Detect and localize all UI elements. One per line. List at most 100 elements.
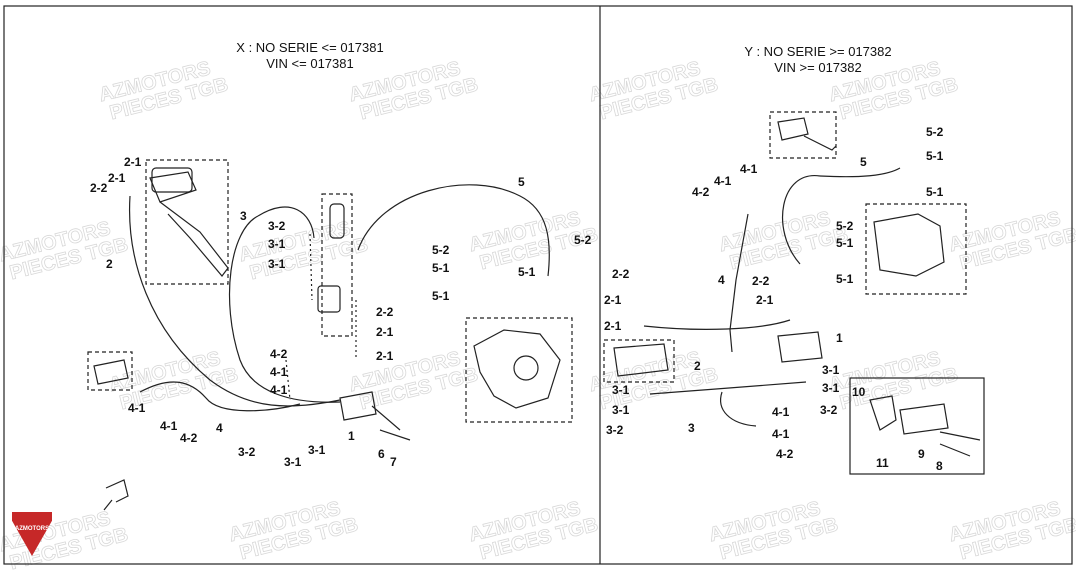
hose-3-y (649, 381, 807, 395)
panel-x-part-label: 2-2 (376, 305, 394, 319)
panel-y-line1: Y : NO SERIE >= 017382 (744, 44, 892, 59)
panel-x-part-label: 7 (390, 455, 397, 469)
master-cylinder-frame (145, 159, 229, 285)
assembly (869, 395, 949, 435)
panel-y-part-label: 9 (918, 447, 925, 461)
panel-x-part-label: 5-2 (574, 233, 592, 247)
panel-y-part-label: 1 (836, 331, 843, 345)
panel-y-part-label: 5 (860, 155, 867, 169)
leader-lines-x (285, 233, 357, 401)
panel-x-part-label: 5-1 (432, 261, 450, 275)
panel-x-part-label: 2-1 (124, 155, 142, 169)
splitter-y-frame (603, 339, 675, 383)
caliper-y (873, 213, 945, 277)
panel-x-part-label: 5-1 (518, 265, 536, 279)
panel-x-drawing (87, 159, 573, 511)
panel-x-part-label: 2-1 (108, 171, 126, 185)
panel-x-part-label: 5 (518, 175, 525, 189)
panel-x-part-label: 4-1 (160, 419, 178, 433)
panel-x-part-label: 3 (240, 209, 247, 223)
assembly-frame (849, 377, 985, 475)
hose-3 (228, 215, 341, 403)
assembly-bolts (939, 431, 981, 457)
panel-y-part-label: 4-2 (776, 447, 794, 461)
brake-lever (149, 171, 229, 277)
splitter-frame (87, 351, 133, 391)
caliper-frame (465, 317, 573, 423)
hose-5-y-top (819, 167, 901, 178)
bolt-7 (371, 405, 411, 441)
panel-y-part-label: 2 (694, 359, 701, 373)
panel-y-part-label: 3 (688, 421, 695, 435)
caliper-y-frame (865, 203, 967, 295)
panel-x-part-label: 3-1 (268, 257, 286, 271)
caliper (473, 329, 561, 409)
hose-4 (139, 381, 301, 412)
panel-y-part-label: 4-1 (740, 162, 758, 176)
splitter (93, 359, 129, 385)
panel-y-part-label: 3-1 (612, 403, 630, 417)
panel-x-header: X : NO SERIE <= 017381 VIN <= 017381 (160, 40, 460, 72)
outer-frame (3, 5, 1073, 565)
panel-x-part-label: 2 (106, 257, 113, 271)
panel-y-drawing (603, 111, 985, 475)
panel-y-line2: VIN >= 017382 (774, 60, 862, 75)
panel-x-part-label: 5-1 (432, 289, 450, 303)
hose-5 (357, 184, 550, 277)
caliper-piston (513, 355, 539, 381)
hose-2 (128, 195, 341, 407)
panel-y-part-label: 5-2 (926, 125, 944, 139)
panel-y-part-label: 3-1 (822, 381, 840, 395)
panel-y-part-label: 3-1 (822, 363, 840, 377)
panel-x-part-label: 4-2 (270, 347, 288, 361)
panel-y-part-label: 5-2 (836, 219, 854, 233)
reservoir (329, 203, 345, 239)
panel-y-part-label: 2-2 (752, 274, 770, 288)
panel-x-part-label: 1 (348, 429, 355, 443)
lever-y (777, 117, 837, 151)
panel-x-line1: X : NO SERIE <= 017381 (236, 40, 384, 55)
panel-x-part-label: 4-2 (180, 431, 198, 445)
panel-y-part-label: 4-1 (772, 405, 790, 419)
hose-3-upper (257, 206, 315, 239)
rear-cylinder-frame (321, 193, 353, 337)
panel-x-part-label: 5-2 (432, 243, 450, 257)
panel-y-part-label: 4-1 (772, 427, 790, 441)
panel-y-part-label: 5-1 (836, 272, 854, 286)
panel-y-part-label: 5-1 (836, 236, 854, 250)
panel-x-part-label: 3-2 (268, 219, 286, 233)
panel-x-part-label: 3-1 (268, 237, 286, 251)
hose-2-y (643, 319, 791, 330)
master-cylinder (151, 167, 193, 193)
panel-x-part-label: 4-1 (270, 383, 288, 397)
panel-y-part-label: 3-2 (820, 403, 838, 417)
panel-x-part-label: 4 (216, 421, 223, 435)
hose-3-y-branch (720, 391, 757, 427)
panel-y-part-label: 11 (876, 456, 889, 470)
hose-4-y (729, 213, 749, 353)
panel-x-part-label: 3-1 (308, 443, 326, 457)
panel-y-part-label: 3-1 (612, 383, 630, 397)
hose-5-y (781, 175, 821, 265)
panel-x-part-label: 2-1 (376, 325, 394, 339)
panel-x-part-label: 4-1 (128, 401, 146, 415)
panel-y-part-label: 2-1 (604, 319, 622, 333)
distributor-1 (339, 391, 377, 421)
panel-y-part-label: 2-1 (604, 293, 622, 307)
logo-text: AZMOTORS (14, 526, 50, 532)
panel-y-part-label: 3-2 (606, 423, 624, 437)
panel-x-part-label: 6 (378, 447, 385, 461)
panel-y-part-label: 8 (936, 459, 943, 473)
splitter-y (613, 343, 669, 377)
panel-y-part-label: 2-1 (756, 293, 774, 307)
panel-x-part-label: 2-1 (376, 349, 394, 363)
panel-x-part-label: 3-2 (238, 445, 256, 459)
panel-y-part-label: 2-2 (612, 267, 630, 281)
panel-y-header: Y : NO SERIE >= 017382 VIN >= 017382 (668, 44, 968, 76)
distributor-y (777, 331, 823, 363)
rear-master-cylinder (317, 285, 341, 313)
panel-y-part-label: 4 (718, 273, 725, 287)
panel-y-part-label: 5-1 (926, 185, 944, 199)
